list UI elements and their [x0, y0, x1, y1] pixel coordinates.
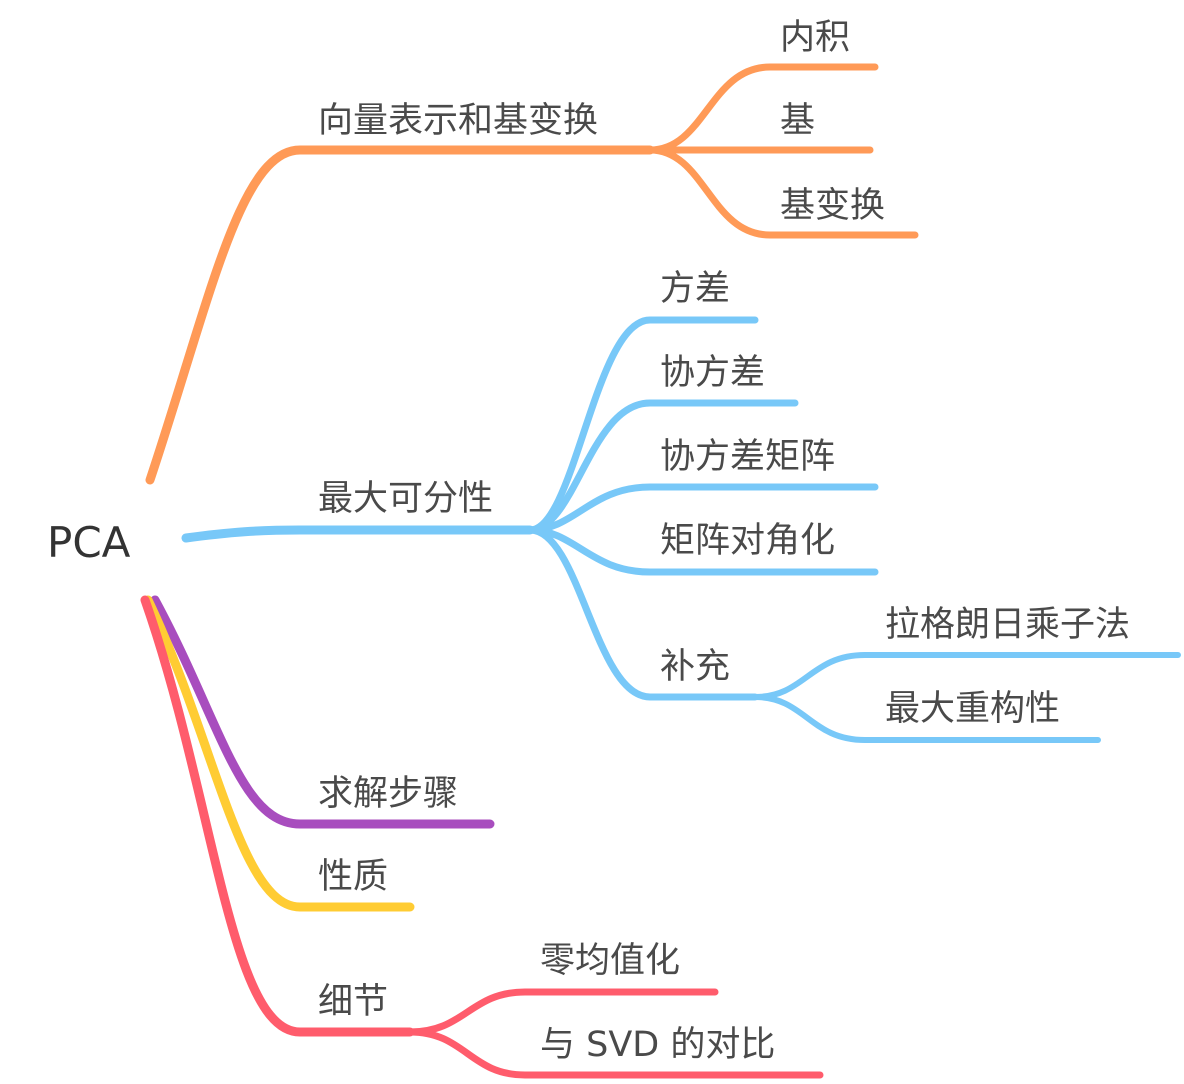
edge-covariance-matrix	[526, 483, 879, 534]
edge-zero-mean	[406, 988, 719, 1036]
leaf-inner-product: 内积	[780, 18, 851, 58]
leaf-supplement: 补充	[660, 647, 731, 687]
branch-properties: 性质	[318, 857, 389, 897]
edge-root-properties	[143, 595, 415, 912]
leaf-basis: 基	[780, 101, 816, 141]
edge-supplement	[526, 526, 759, 701]
leaf-matrix-diagonalization: 矩阵对角化	[660, 521, 836, 561]
edge-root-solve-steps	[150, 595, 495, 829]
edge-root-max-separability	[181, 525, 535, 543]
branch-max-separability: 最大可分性	[318, 479, 494, 519]
leaf-svd-comparison: 与 SVD 的对比	[540, 1025, 776, 1065]
branch-vector-basis-change: 向量表示和基变换	[318, 101, 599, 141]
leaf-variance: 方差	[660, 269, 731, 309]
edge-svd-compare	[406, 1028, 824, 1079]
leaf-basis-change: 基变换	[780, 186, 886, 226]
leaf-covariance-matrix: 协方差矩阵	[660, 437, 836, 477]
leaf-covariance: 协方差	[660, 353, 766, 393]
edge-basis-change	[646, 146, 919, 239]
edge-covariance	[526, 399, 799, 534]
root-node-pca: PCA	[47, 518, 131, 567]
leaf-max-reconstruction: 最大重构性	[885, 689, 1061, 729]
leaf-lagrange-multiplier: 拉格朗日乘子法	[885, 605, 1131, 645]
edge-inner-product	[646, 63, 879, 154]
edge-root-details	[140, 595, 415, 1037]
edge-max-reconstruction	[752, 694, 1101, 743]
leaf-zero-mean: 零均值化	[540, 941, 681, 981]
edge-lagrange	[752, 652, 1181, 700]
edge-root-vector-basis	[145, 145, 655, 485]
branch-solve-steps: 求解步骤	[318, 774, 459, 814]
branch-details: 细节	[318, 982, 389, 1022]
